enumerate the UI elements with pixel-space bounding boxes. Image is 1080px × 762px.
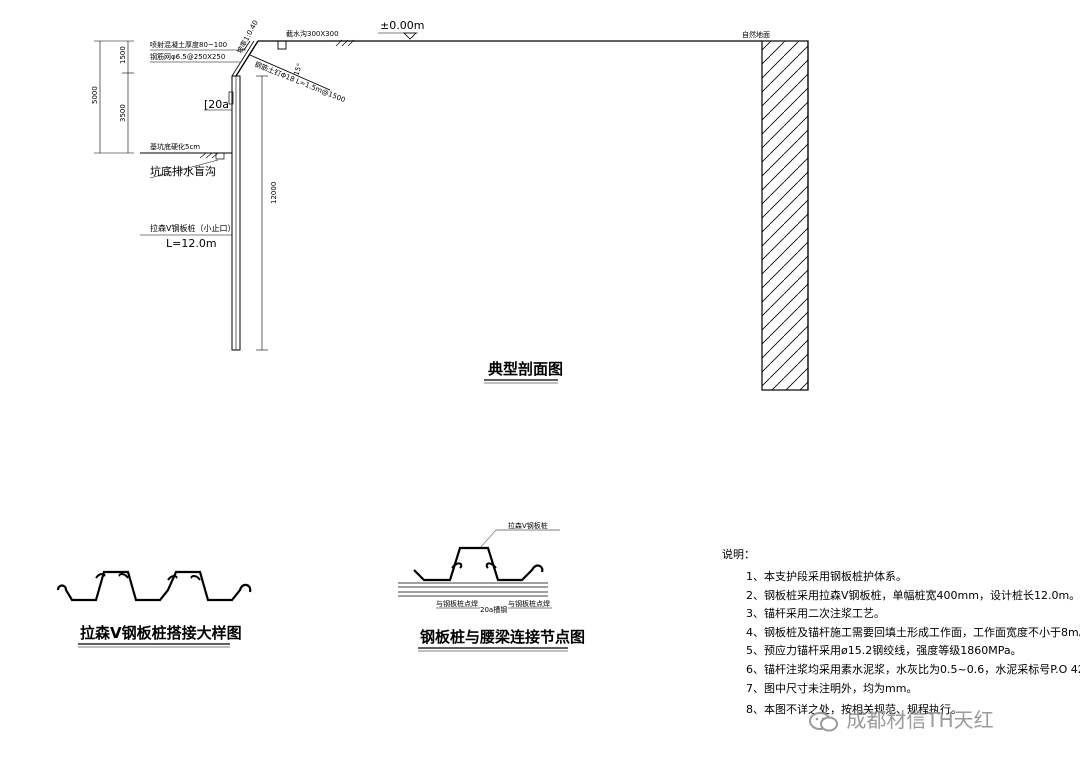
slope-line [235,40,259,77]
note-item: 8、本图不详之处，按相关规范、规程执行。 [746,702,962,716]
detail2-title: 钢板桩与腰梁连接节点图 [420,628,585,646]
notes-heading: 说明： [722,547,755,561]
elevation-marker [403,32,417,40]
sheet-pile-profile-2 [413,546,544,582]
detail2-pile-label: 拉森V钢板桩 [508,521,548,530]
soil-nail [249,54,331,91]
angle-label: 15° [292,62,304,76]
pile-name-label: 拉森V钢板桩（小止口） [150,223,235,233]
wechat-icon [809,711,838,731]
slope-label: 坡率1:0.40 [235,19,260,55]
dim-3500: 3500 [119,104,127,122]
detail2-weld-left: 与钢板桩点焊 [436,599,478,608]
shotcrete-label: 喷射混凝土厚度80~100 [150,40,227,49]
detail2-channel: 20a槽钢 [480,605,507,614]
notes-block: 说明： 1、本支护段采用钢板桩护体系。 2、钢板桩采用拉森V钢板桩，单幅桩宽40… [722,547,1080,716]
note-item: 1、本支护段采用钢板桩护体系。 [746,569,907,583]
pile-length-label: L=12.0m [166,237,217,250]
watermark: 成都材信TH天红 [808,704,994,733]
detail-lap-joint: 拉森V钢板桩搭接大样图 [56,570,252,648]
waler-label: [20a [204,98,229,111]
detail2-weld-right: 与钢板桩点焊 [508,599,550,608]
watermark-text: 成都材信TH天红 [846,708,994,732]
detail-waler-connection: 拉森V钢板桩 与钢板桩点焊 与钢板桩点焊 20a槽钢 钢板桩与腰梁连接节点图 [398,521,585,652]
note-item: 5、预应力锚杆采用ø15.2钢绞线，强度等级1860MPa。 [746,643,1022,657]
bottom-hardening-label: 基坑底硬化5cm [150,142,200,151]
right-wall [761,40,809,391]
mesh-label: 钢筋网φ6.5@250X250 [150,52,225,61]
note-item: 4、钢板桩及锚杆施工需要回填土形成工作面，工作面宽度不小于8m。 [746,625,1080,639]
blind-ditch-label: 坑底排水盲沟 [150,164,216,178]
detail1-title: 拉森V钢板桩搭接大样图 [80,624,242,642]
section-title: 典型剖面图 [488,360,563,378]
note-item: 6、锚杆注浆均采用素水泥浆，水灰比为0.5~0.6，水泥采标号P.O 42.5。 [746,662,1080,676]
note-item: 2、钢板桩采用拉森V钢板桩，单幅桩宽400mm，设计桩长12.0m。 [746,588,1080,602]
natural-ground-label: 自然地面 [742,30,770,39]
note-item: 7、图中尺寸未注明外，均为mm。 [746,681,917,695]
dim-5000: 5000 [91,86,99,104]
dim-1500: 1500 [119,46,127,64]
drainage-label: 截水沟300X300 [286,29,339,38]
sheet-pile-profile [56,570,252,602]
elevation-label: ±0.00m [380,19,424,32]
typical-section: ±0.00m 自然地面 截水沟300X300 喷射混凝土厚度80~100 钢筋网… [91,19,809,391]
note-item: 3、锚杆采用二次注浆工艺。 [746,606,885,620]
dim-12000: 12000 [270,182,278,204]
drainage-ditch [277,40,287,50]
